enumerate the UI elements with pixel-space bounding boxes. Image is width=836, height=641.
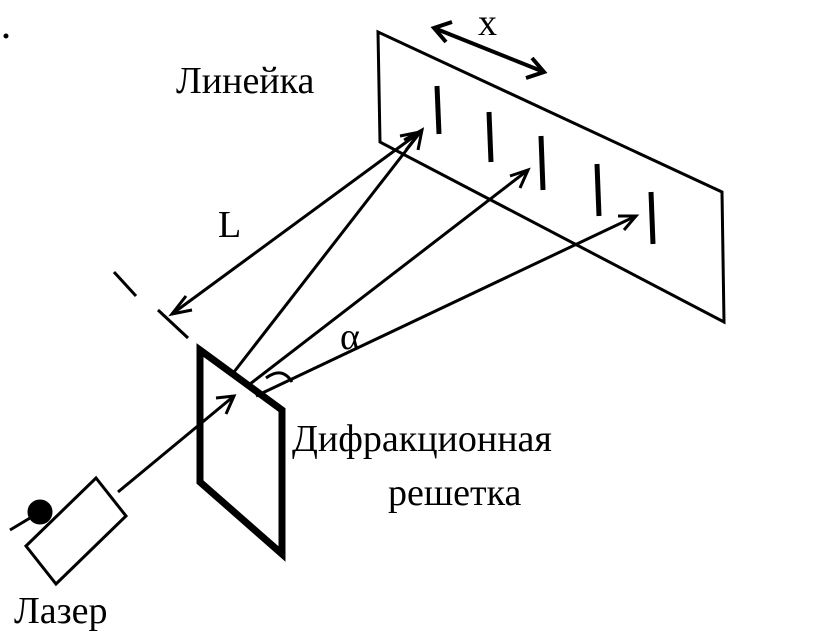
spot-mark-2	[486, 111, 494, 163]
diffracted-ray-2	[249, 167, 531, 386]
distance-L-arrow	[112, 129, 424, 340]
x-double-arrow	[430, 20, 548, 80]
grating-label-line1: Дифракционная	[292, 418, 552, 460]
laser-body	[23, 475, 129, 587]
ruler-label: Линейка	[176, 60, 315, 102]
grating-label-line2: решетка	[388, 472, 522, 514]
spot-mark-5	[648, 191, 656, 245]
distance-label: L	[218, 204, 242, 246]
diffraction-grating	[196, 343, 286, 562]
spot-mark-1	[434, 85, 442, 135]
diffracted-ray-1	[232, 127, 425, 373]
angle-alpha-arc	[265, 371, 294, 383]
incident-beam	[117, 394, 237, 494]
x-label: x	[478, 2, 497, 44]
stray-dot	[3, 33, 9, 39]
angle-label: α	[340, 316, 360, 358]
spot-mark-4	[594, 163, 602, 217]
spot-mark-3	[538, 135, 546, 191]
ruler-screen	[376, 29, 726, 325]
laser-emitter-dot	[27, 499, 53, 525]
laser-wire	[9, 510, 41, 532]
laser-label: Лазер	[14, 590, 108, 632]
diffracted-ray-3	[255, 214, 640, 398]
